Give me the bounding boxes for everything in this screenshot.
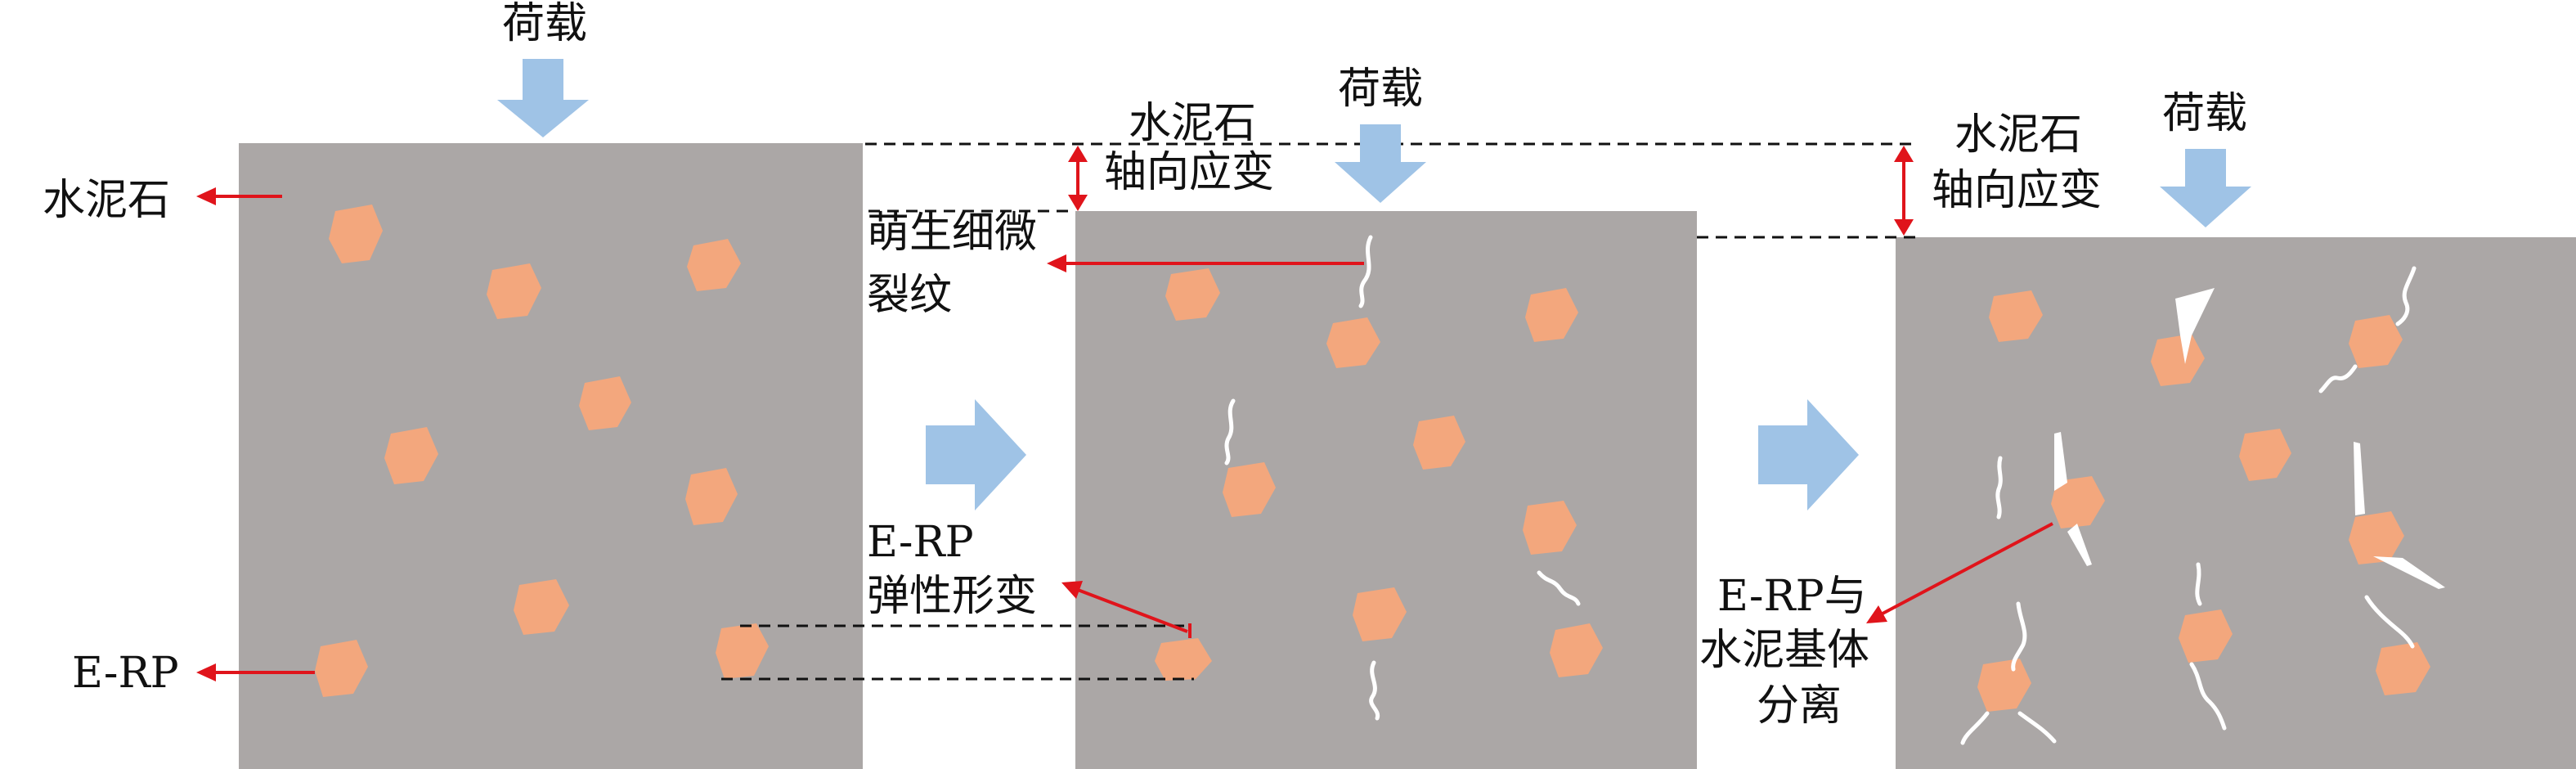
cement-stone-label: 水泥石 — [43, 176, 170, 225]
rubber-particle — [1550, 623, 1603, 677]
load-arrow-1 — [497, 59, 589, 137]
rubber-particles-initial — [315, 205, 769, 697]
rubber-particle — [2349, 315, 2403, 368]
load-label-1: 荷载 — [502, 0, 587, 48]
rubber-particle — [1223, 462, 1276, 517]
load-arrow-2 — [1335, 124, 1426, 203]
rubber-particle — [1525, 288, 1578, 342]
crack — [2195, 562, 2202, 606]
separation-gap — [2054, 432, 2067, 491]
erp-label: E-RP — [72, 649, 179, 698]
process-arrow-2 — [1758, 399, 1859, 510]
rubber-particle — [487, 263, 541, 319]
strain-label-2-line2: 轴向应变 — [1104, 148, 1274, 197]
leader-separation — [1866, 522, 2053, 623]
microcrack — [1224, 398, 1236, 465]
rubber-particle — [1353, 587, 1407, 641]
rubber-particle — [384, 427, 438, 484]
crack — [1995, 456, 2003, 519]
separation-gap — [2373, 556, 2445, 589]
separation-gap — [2175, 288, 2215, 364]
separation-gap — [2067, 524, 2092, 566]
microcracks — [1224, 235, 1581, 721]
crack — [1960, 711, 1990, 745]
rubber-particle — [329, 205, 383, 263]
rubber-particle — [514, 579, 569, 635]
strain-label-3-line1: 水泥石 — [1954, 110, 2082, 160]
process-arrow-1 — [926, 399, 1026, 510]
rubber-particles-microcrack — [1155, 268, 1603, 681]
rubber-particle — [315, 640, 368, 697]
rubber-particle — [1165, 268, 1220, 321]
leader-cement-stone — [196, 187, 282, 205]
separation-gap — [2354, 442, 2365, 515]
erp-elastic-label-line2: 弹性形变 — [867, 572, 1037, 621]
rubber-particle — [687, 239, 741, 291]
separation-label-line3: 分离 — [1757, 681, 1842, 731]
microcrack-label-line2: 裂纹 — [867, 271, 952, 320]
microcrack — [1358, 235, 1373, 308]
rubber-particle — [1989, 290, 2043, 342]
rubber-particle — [1155, 638, 1212, 681]
strain-marker-3 — [1894, 146, 1914, 236]
erp-elastic-label-line1: E-RP — [867, 518, 974, 567]
rubber-particle — [1523, 501, 1577, 555]
strain-label-2-line1: 水泥石 — [1129, 99, 1256, 148]
load-arrow-3 — [2160, 149, 2251, 227]
crack — [2011, 601, 2027, 672]
rubber-particle — [2051, 476, 2105, 528]
microcrack — [1369, 660, 1380, 721]
rubber-particle — [579, 376, 631, 430]
reference-lines — [721, 142, 1918, 681]
strain-label-3-line2: 轴向应变 — [1932, 166, 2102, 215]
load-label-3: 荷载 — [2162, 89, 2247, 138]
separation-cracks — [1960, 266, 2445, 745]
crack — [2395, 266, 2417, 326]
rubber-particle — [1326, 317, 1380, 368]
microcrack-label-line1: 萌生细微 — [867, 209, 1037, 258]
leader-erp — [196, 663, 315, 681]
rubber-particle — [2179, 609, 2233, 663]
leader-erp-elastic — [1061, 581, 1192, 638]
crack — [2189, 662, 2227, 731]
rubber-particle — [2239, 429, 2291, 481]
leader-microcrack — [1047, 254, 1364, 272]
rubber-particle — [2349, 511, 2404, 564]
rubber-particle — [1413, 416, 1465, 470]
rubber-particle — [2376, 642, 2430, 695]
rubber-particle — [2151, 334, 2205, 386]
strain-marker-2 — [1068, 146, 1088, 211]
crack — [2364, 595, 2415, 649]
rubber-particles-separation — [1977, 290, 2430, 712]
separation-label-line1: E-RP与 — [1717, 572, 1867, 621]
rubber-particle — [716, 623, 769, 679]
rubber-particle — [685, 468, 738, 525]
rubber-particle — [1977, 659, 2031, 712]
crack — [2017, 711, 2057, 744]
load-label-2: 荷载 — [1338, 65, 1423, 114]
microcrack — [1537, 570, 1581, 606]
crack — [2318, 364, 2358, 393]
separation-label-line2: 水泥基体 — [1699, 626, 1869, 675]
